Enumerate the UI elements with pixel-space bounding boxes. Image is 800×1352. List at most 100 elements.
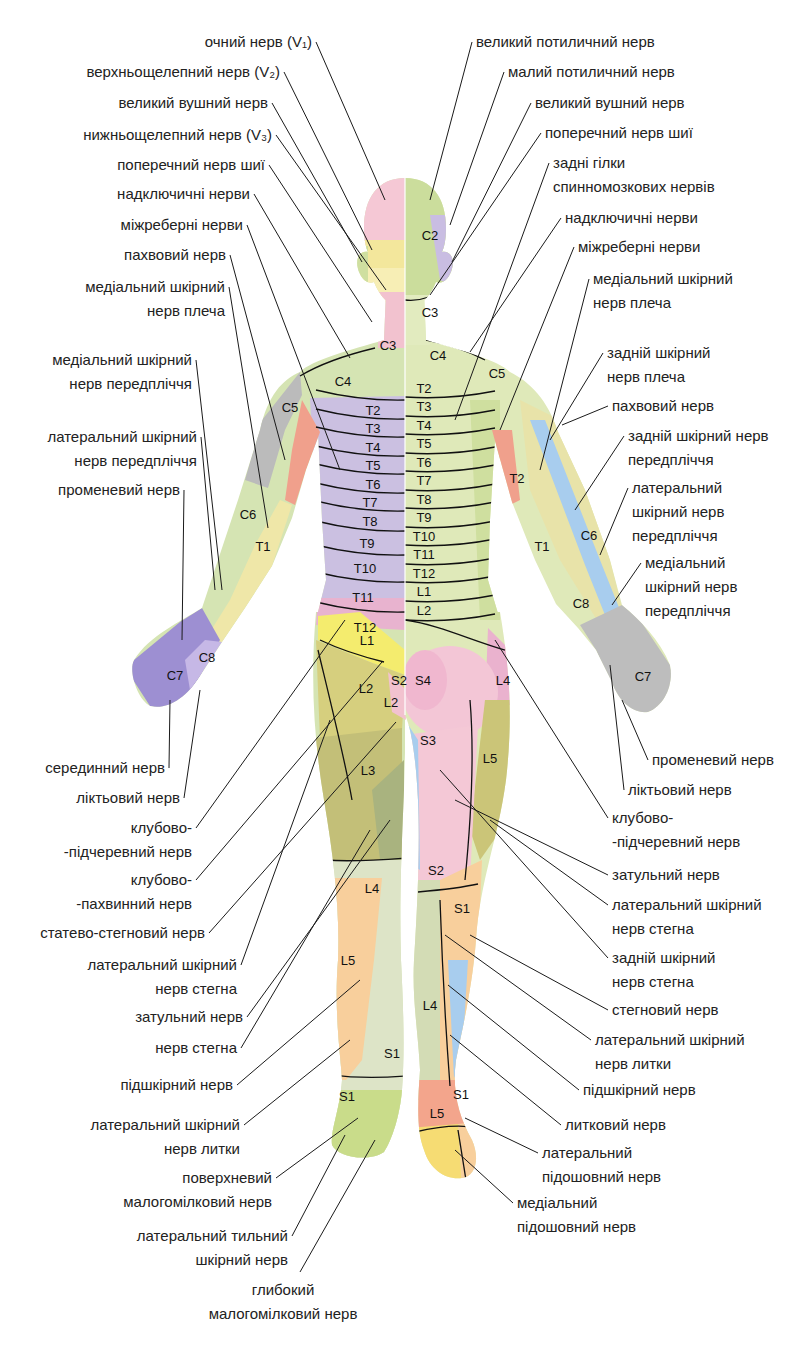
nerve-label: латеральний шкірний нерв передпліччя — [37, 425, 197, 473]
nerve-label: задній шкірний нерв стегна — [612, 946, 737, 994]
nerve-label: ліктьовий нерв — [628, 778, 732, 802]
leader-line — [316, 42, 385, 200]
dermatome-label: T1 — [255, 540, 270, 553]
nerve-label: променевий нерв — [652, 748, 774, 772]
dermatome-label: L2 — [384, 696, 398, 709]
dermatome-label: C5 — [489, 367, 506, 380]
dermatome-label: S4 — [415, 674, 431, 687]
nerve-label: медіальний шкірний нерв плеча — [70, 275, 225, 323]
nerve-label: ліктьовий нерв — [76, 786, 180, 810]
dermatome-label: L1 — [417, 585, 431, 598]
dermatome-label: L1 — [360, 634, 374, 647]
nerve-label: клубово- -підчеревний нерв — [612, 806, 757, 854]
dermatome-boundary — [316, 446, 405, 456]
dermatome-boundary — [316, 427, 405, 437]
leader-line — [196, 360, 222, 590]
dermatome-label: C5 — [282, 401, 299, 414]
leader-line — [247, 225, 340, 470]
leader-line — [209, 722, 396, 933]
nerve-label: латеральний шкірний нерв литки — [595, 1028, 755, 1076]
nerve-label: підшкірний нерв — [120, 1073, 233, 1097]
nerve-label: міжреберні нерви — [578, 235, 700, 259]
dermatome-boundary — [316, 602, 405, 612]
nerve-label: глибокий малогомілковий нерв — [204, 1278, 362, 1326]
leader-line — [495, 640, 608, 818]
nerve-label: серединний нерв — [45, 756, 165, 780]
leader-line — [550, 353, 603, 440]
dermatome-boundary — [316, 390, 405, 400]
dermatome-label: T10 — [413, 530, 435, 543]
dermatome-label: T7 — [416, 474, 431, 487]
nerve-label: малий потиличний нерв — [508, 60, 675, 84]
dermatome-boundary — [316, 501, 405, 511]
dermatome-label: T9 — [359, 537, 374, 550]
nerve-label: великий вушний нерв — [118, 91, 268, 115]
dermatome-label: T11 — [413, 548, 434, 561]
leader-line — [254, 194, 350, 358]
nerve-label: поперечний нерв шиї — [545, 121, 693, 145]
leader-line — [575, 436, 624, 510]
nerve-label: латеральний шкірний нерв стегна — [77, 953, 237, 1001]
dermatome-label: S2 — [391, 674, 407, 687]
dermatome-label: L5 — [341, 954, 355, 967]
leader-line — [230, 255, 285, 460]
nerve-label: очний нерв (V₁) — [205, 30, 312, 54]
leader-line — [300, 1140, 375, 1272]
dermatome-boundary — [316, 483, 405, 493]
nerve-label: надключичні нерви — [565, 206, 698, 230]
midline — [404, 178, 405, 715]
nerve-label: нерв стегна — [155, 1036, 237, 1060]
dermatome-boundary — [316, 409, 405, 419]
leader-line — [610, 665, 624, 790]
dermatome-label: C8 — [573, 597, 590, 610]
dermatome-label: L5 — [430, 1107, 444, 1120]
nerve-label: медіальний підошовний нерв — [517, 1191, 647, 1239]
leader-line — [269, 165, 372, 322]
dermatome-label: S2 — [428, 864, 444, 877]
nerve-label: пахвовий нерв — [612, 394, 714, 418]
dermatome-label: L5 — [483, 752, 497, 765]
nerve-label: литковий нерв — [565, 1113, 666, 1137]
dermatome-label: C3 — [422, 306, 439, 319]
dermatome-label: T12 — [413, 567, 435, 580]
nerve-label: великий вушний нерв — [535, 91, 685, 115]
nerve-label: верхньощелепний нерв (V₂) — [86, 60, 280, 84]
dermatome-label: C6 — [240, 508, 257, 521]
leader-line — [470, 218, 561, 352]
leader-line — [196, 620, 345, 828]
dermatome-label: C4 — [335, 375, 352, 388]
leader-line — [276, 1118, 358, 1178]
leader-line — [455, 1150, 513, 1203]
dermatome-label: T3 — [416, 400, 431, 413]
leader-line — [470, 935, 608, 1010]
leader-line — [455, 800, 608, 875]
nerve-label: променевий нерв — [58, 478, 180, 502]
leader-line — [455, 163, 549, 420]
leader-line — [196, 662, 382, 880]
dermatome-label: C7 — [167, 669, 184, 682]
nerve-label: великий потиличний нерв — [476, 30, 655, 54]
dermatome-label: T9 — [416, 511, 431, 524]
leader-line — [169, 700, 170, 768]
dermatome-label: L4 — [423, 999, 437, 1012]
dermatome-label: C6 — [581, 529, 598, 542]
leader-line — [450, 1035, 561, 1125]
nerve-label: задній шкірний нерв плеча — [607, 341, 732, 389]
leader-line — [612, 563, 641, 605]
dermatome-label: L2 — [417, 604, 431, 617]
nerve-label: латеральний підошовний нерв — [542, 1141, 672, 1189]
leader-line — [247, 820, 390, 1017]
dermatome-label: T4 — [365, 441, 380, 454]
dermatome-label: S3 — [420, 734, 436, 747]
leader-line — [237, 980, 360, 1085]
dermatome-boundary — [316, 521, 405, 531]
leader-line — [182, 490, 184, 640]
leader-line — [622, 700, 648, 760]
leader-line — [540, 279, 589, 470]
leader-line — [500, 247, 574, 430]
leader-line — [241, 720, 330, 965]
dermatome-label: L3 — [361, 764, 375, 777]
dermatome-label: C3 — [380, 339, 397, 352]
nerve-label: міжреберні нерви — [121, 213, 243, 237]
